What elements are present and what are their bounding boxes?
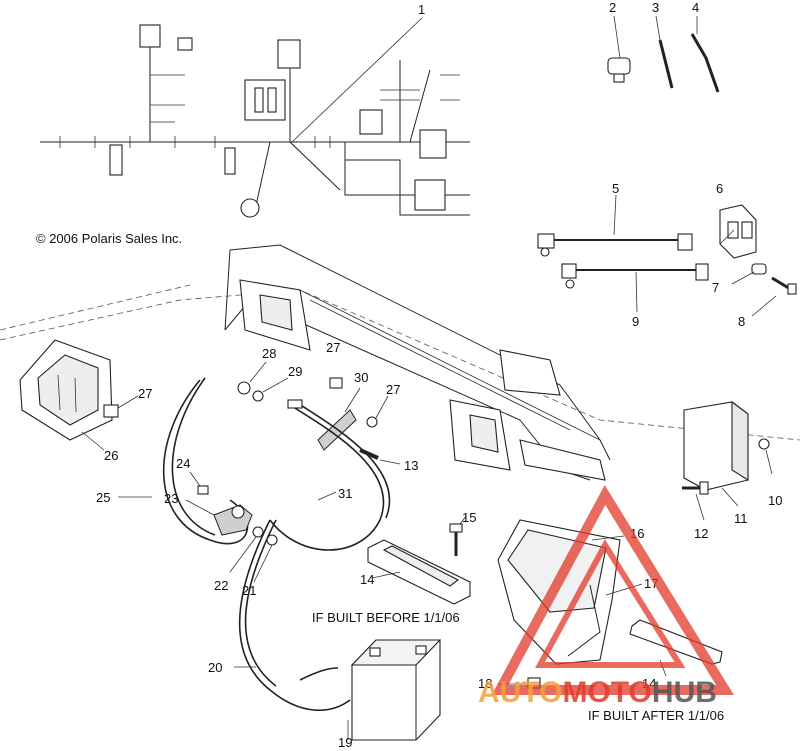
callout-15: 15 <box>462 510 476 525</box>
callout-10: 10 <box>768 493 782 508</box>
cable-31 <box>269 399 391 551</box>
part-3-tie <box>655 15 674 89</box>
callout-5: 5 <box>612 181 619 196</box>
part-8-bolt <box>751 276 797 317</box>
copyright-text: © 2006 Polaris Sales Inc. <box>36 231 182 246</box>
cable-20 <box>234 519 351 711</box>
callout-3: 3 <box>652 0 659 15</box>
callout-25: 25 <box>96 490 110 505</box>
callout-1: 1 <box>418 2 425 17</box>
part-7-spacer <box>731 263 767 285</box>
part-15-bolt <box>449 515 467 556</box>
callout-31: 31 <box>338 486 352 501</box>
callout-6: 6 <box>716 181 723 196</box>
callout-27a: 27 <box>138 386 152 401</box>
callout-4: 4 <box>692 0 699 15</box>
callout-11: 11 <box>734 511 748 526</box>
callout-19: 19 <box>338 735 352 750</box>
callout-26: 26 <box>104 448 118 463</box>
caption-after: IF BUILT AFTER 1/1/06 <box>588 708 724 723</box>
callout-28: 28 <box>262 346 276 361</box>
callout-7: 7 <box>712 280 719 295</box>
callout-8: 8 <box>738 314 745 329</box>
part-24-nut <box>189 471 209 495</box>
watermark-logo <box>491 484 734 695</box>
part-9-harness <box>561 263 709 313</box>
part-11-module <box>683 400 749 507</box>
svg-text:AUTOMOTOHUB: AUTOMOTOHUB <box>478 676 717 709</box>
part-21-washer <box>253 534 278 583</box>
callout-13: 13 <box>404 458 418 473</box>
part-19-battery <box>347 639 442 741</box>
part-10-nut <box>758 438 773 475</box>
part-29-washer <box>252 377 289 402</box>
leader-1 <box>291 17 423 143</box>
part-12-bolt <box>682 481 709 521</box>
watermark-text: AUTOMOTOHUB <box>478 676 717 709</box>
callout-30: 30 <box>354 370 368 385</box>
callout-20: 20 <box>208 660 222 675</box>
callout-27b: 27 <box>326 340 340 355</box>
caption-before: IF BUILT BEFORE 1/1/06 <box>312 610 460 625</box>
part-17-strap <box>567 583 643 657</box>
callout-27c: 27 <box>386 382 400 397</box>
part-5-harness <box>537 194 693 257</box>
callout-23: 23 <box>164 491 178 506</box>
part-6-relay-block <box>719 204 757 259</box>
callout-24: 24 <box>176 456 190 471</box>
part-27-nut-right <box>366 395 389 428</box>
callout-9: 9 <box>632 314 639 329</box>
part-22-nut <box>229 526 264 573</box>
frame-outline <box>0 244 800 481</box>
part-28-nut <box>237 361 267 395</box>
callout-18: 18 <box>478 676 492 691</box>
callout-14a: 14 <box>360 572 374 587</box>
part-14-holddown-before <box>367 539 471 605</box>
part-26-box <box>19 339 113 451</box>
callout-29: 29 <box>288 364 302 379</box>
callout-12: 12 <box>694 526 708 541</box>
part-2-relay <box>607 15 631 83</box>
callout-22: 22 <box>214 578 228 593</box>
callout-2: 2 <box>609 0 616 15</box>
part-4-tie <box>690 16 720 93</box>
part-23-solenoid <box>185 499 253 536</box>
wiring-harness <box>40 24 470 218</box>
part-27-bolt <box>103 395 139 418</box>
part-30-fuse-strip <box>317 377 361 451</box>
